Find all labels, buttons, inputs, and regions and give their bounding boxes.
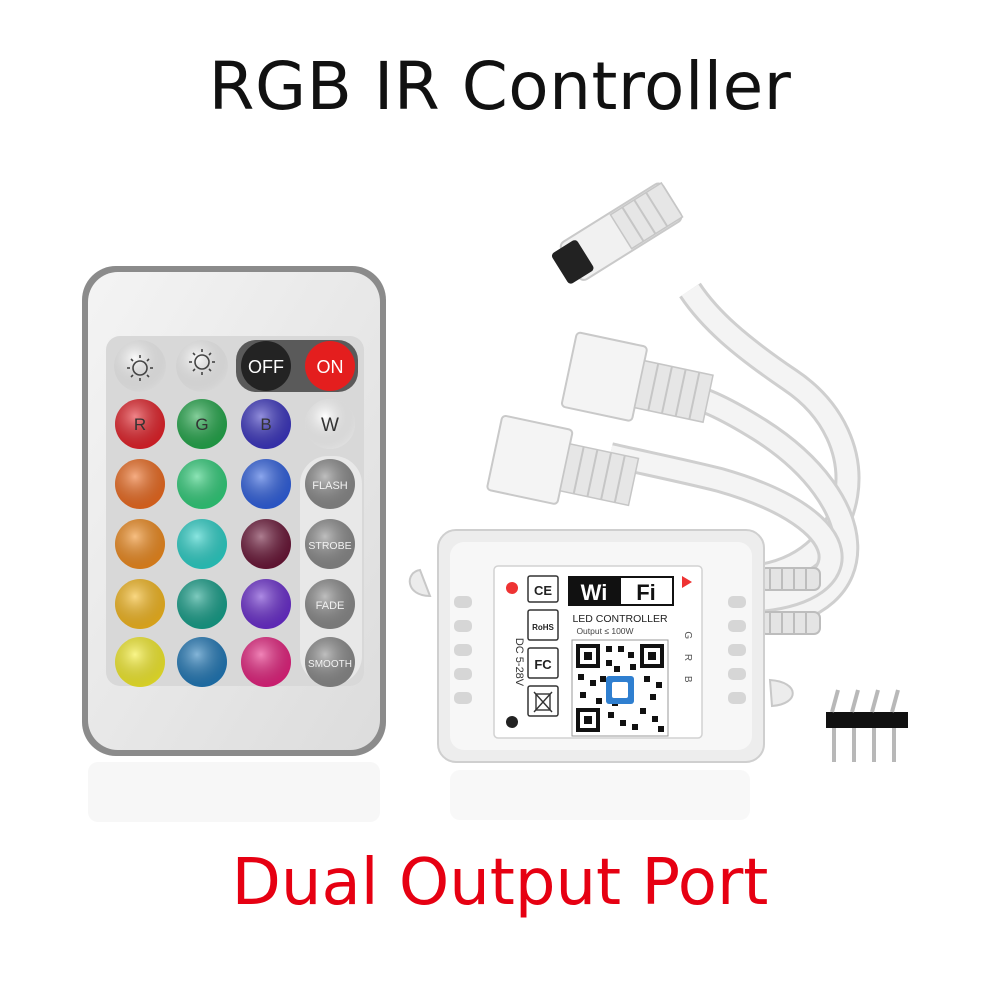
color-button-4[interactable] [115, 519, 165, 569]
caption: Dual Output Port [231, 846, 769, 920]
on-label: ON [317, 357, 344, 377]
white-label: W [321, 415, 339, 436]
controller-label: LED CONTROLLER [572, 613, 668, 625]
minus-marker-icon [506, 716, 518, 728]
color-button-8[interactable] [177, 579, 227, 629]
pin-labels: G R B [682, 631, 693, 688]
weee-bin-icon [533, 691, 553, 713]
output-rating: Output ≤ 100W [576, 626, 633, 636]
color-button-6[interactable] [241, 519, 291, 569]
wifi-logo-left: Wi [581, 580, 608, 605]
blue-button[interactable]: B [241, 399, 291, 449]
fade-button[interactable]: FADE [305, 579, 355, 629]
green-button[interactable]: G [177, 399, 227, 449]
color-button-11[interactable] [177, 637, 227, 687]
qr-code [571, 639, 669, 737]
flash-label: FLASH [312, 480, 348, 492]
smooth-button[interactable]: SMOOTH [305, 637, 355, 687]
off-label: OFF [248, 357, 284, 377]
off-button[interactable]: OFF [241, 341, 291, 391]
strobe-button[interactable]: STROBE [305, 519, 355, 569]
wifi-logo-right: Fi [636, 580, 656, 605]
fc-mark: FC [534, 657, 552, 672]
color-button-9[interactable] [241, 579, 291, 629]
color-button-7[interactable] [115, 579, 165, 629]
brightness-down-button[interactable] [176, 340, 228, 392]
arrow-marker-icon [682, 576, 692, 588]
color-button-12[interactable] [241, 637, 291, 687]
color-button-2[interactable] [177, 459, 227, 509]
input-connector [551, 181, 684, 284]
output-connector-1 [560, 331, 714, 424]
color-button-3[interactable] [241, 459, 291, 509]
page-title: RGB IR Controller [208, 48, 792, 125]
brightness-up-button[interactable] [114, 340, 166, 392]
four-pin-header [826, 689, 908, 762]
ce-mark: CE [534, 583, 552, 598]
voltage-label: DC 5-28V [513, 638, 525, 687]
sun-down-icon [189, 349, 215, 375]
blue-label: B [260, 415, 271, 434]
smooth-label: SMOOTH [308, 659, 352, 670]
color-button-10[interactable] [115, 637, 165, 687]
rohs-mark: RoHS [532, 623, 554, 632]
red-button[interactable]: R [115, 399, 165, 449]
color-button-1[interactable] [115, 459, 165, 509]
output-connector-2 [486, 414, 640, 507]
red-label: R [134, 415, 146, 434]
on-button[interactable]: ON [305, 341, 355, 391]
flash-button[interactable]: FLASH [305, 459, 355, 509]
fade-label: FADE [316, 600, 345, 612]
color-button-5[interactable] [177, 519, 227, 569]
ir-remote: OFF ON R G B W [82, 266, 386, 822]
sun-up-icon [127, 355, 153, 381]
wifi-controller-box: DC 5-28V CE RoHS FC Wi Fi LED CONTROLLER… [408, 529, 794, 820]
strobe-label: STROBE [308, 540, 351, 552]
plus-marker-icon [506, 582, 518, 594]
white-button[interactable]: W [305, 399, 355, 449]
green-label: G [195, 415, 208, 434]
controller-cables [607, 282, 861, 635]
